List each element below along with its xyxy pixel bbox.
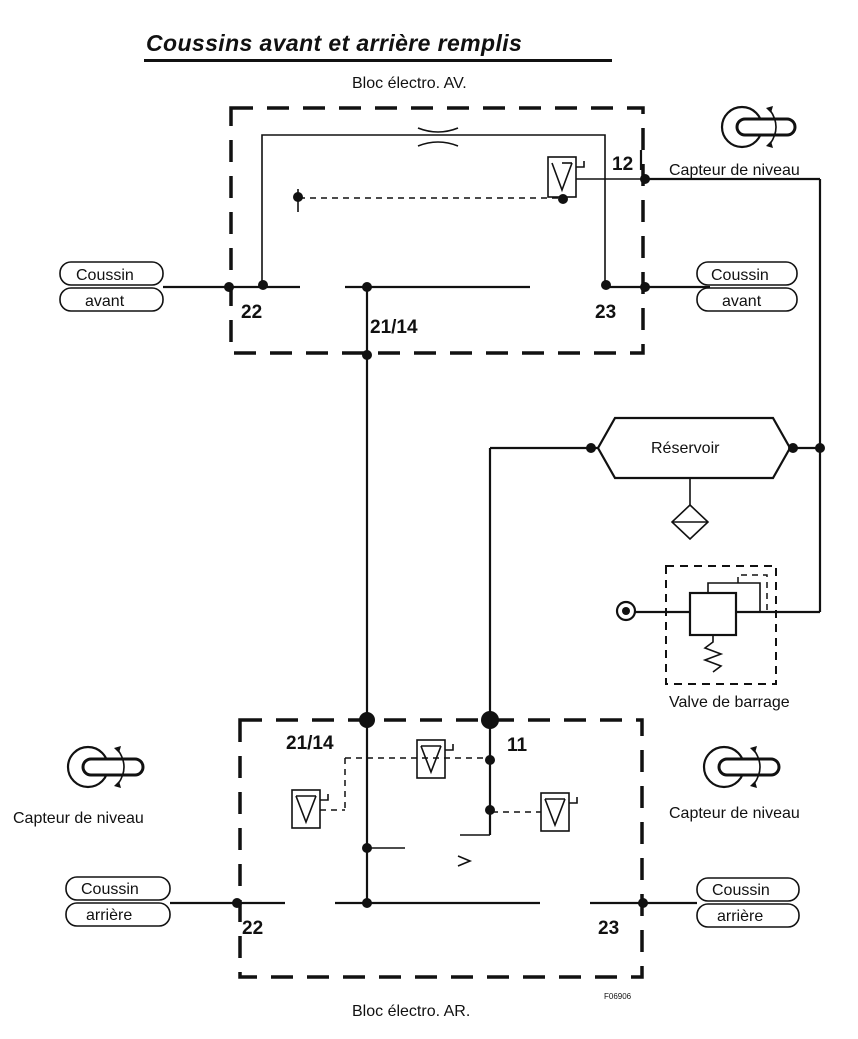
rear-left-level-sensor-icon — [66, 745, 145, 789]
rear-solenoid-valve-3 — [492, 792, 578, 832]
rear-left-sensor-label: Capteur de niveau — [13, 810, 144, 827]
rear-right-cushion-line2: arrière — [717, 908, 763, 925]
rear-left-cushion: Coussin arrière — [65, 876, 171, 927]
front-block-frame — [229, 106, 645, 355]
front-left-cushion: Coussin avant — [59, 261, 195, 312]
drain-filter-symbol — [670, 478, 710, 541]
reservoir-label: Réservoir — [651, 440, 720, 457]
reservoir: Réservoir — [596, 416, 792, 480]
rear-solenoid-valve-1 — [344, 739, 490, 810]
rear-right-cushion-line1: Coussin — [712, 882, 770, 899]
front-right-cushion-line1: Coussin — [711, 267, 769, 284]
front-sensor-label: Capteur de niveau — [669, 162, 800, 179]
title-underline — [144, 59, 612, 62]
front-left-cushion-line1: Coussin — [76, 267, 134, 284]
restriction-symbol — [261, 127, 606, 285]
rear-right-level-sensor-icon — [702, 745, 781, 789]
rear-right-sensor-label: Capteur de niveau — [669, 805, 800, 822]
front-port-12: 12 — [612, 154, 633, 175]
rear-solenoid-valve-2 — [291, 789, 345, 829]
front-solenoid-valve — [293, 156, 645, 212]
rear-left-cushion-line2: arrière — [86, 907, 132, 924]
front-port-23: 23 — [595, 302, 616, 323]
front-left-cushion-line2: avant — [85, 293, 125, 310]
rear-port-21-14: 21/14 — [286, 733, 334, 754]
rear-right-cushion: Coussin arrière — [696, 877, 800, 928]
rear-block-frame — [238, 718, 644, 979]
diagram-title: Coussins avant et arrière remplis — [146, 30, 523, 56]
front-port-22: 22 — [241, 302, 262, 323]
rear-block-label: Bloc électro. AR. — [352, 1003, 470, 1020]
rear-port-22: 22 — [242, 918, 263, 939]
rear-port-11: 11 — [507, 735, 528, 756]
figure-reference: F06906 — [604, 992, 632, 1001]
front-block-label: Bloc électro. AV. — [352, 75, 467, 92]
shutoff-valve-label: Valve de barrage — [669, 694, 790, 711]
shutoff-valve-port-icon — [615, 600, 637, 622]
front-level-sensor-icon — [720, 105, 797, 149]
rear-port-23: 23 — [598, 918, 619, 939]
shutoff-valve — [634, 565, 820, 685]
front-right-cushion-line2: avant — [722, 293, 762, 310]
front-port-21-14: 21/14 — [370, 317, 418, 338]
front-right-cushion: Coussin avant — [696, 261, 798, 312]
rear-left-cushion-line1: Coussin — [81, 881, 139, 898]
